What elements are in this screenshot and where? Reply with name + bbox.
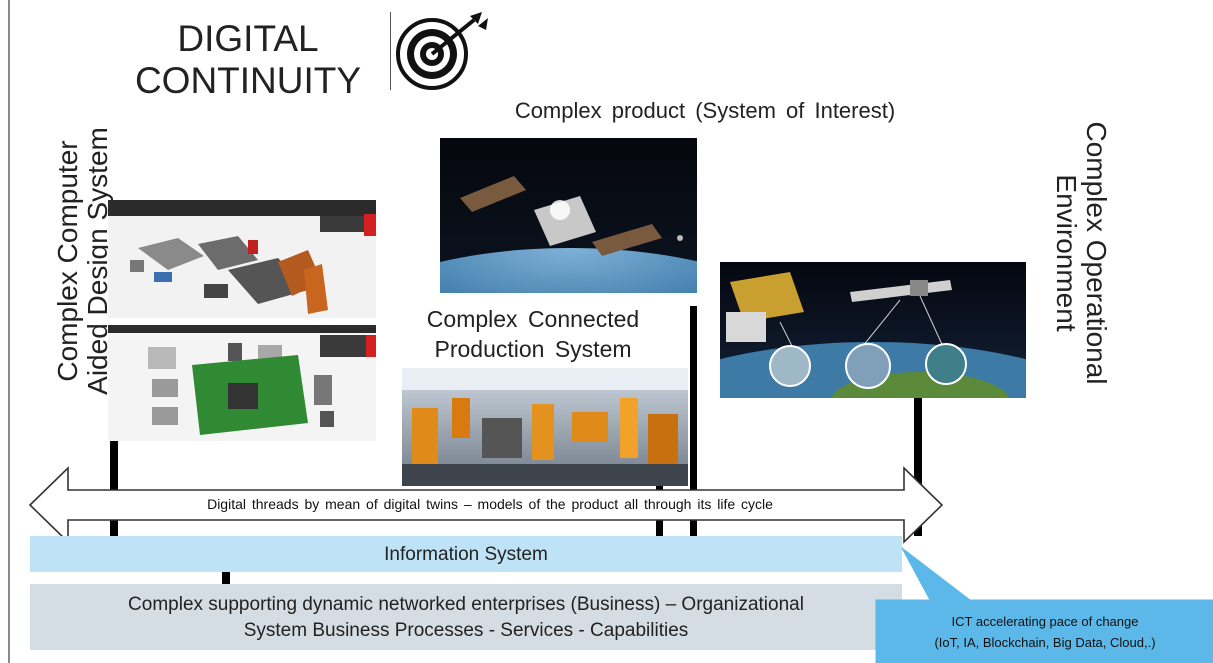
digital-thread-label: Digital threads by mean of digital twins… [207,496,773,512]
business-layer-label: Complex supporting dynamic networked ent… [30,592,902,644]
env-label-line-1: Complex Operational [1081,121,1112,385]
business-layer-bar [30,584,902,650]
complex-product-label: Complex product (System of Interest) [514,98,896,123]
business-label-line-2: System Business Processes - Services - C… [243,620,689,641]
business-connector-bar [222,566,230,584]
production-system-image [402,368,688,486]
cad-assembly-image [108,200,376,318]
operational-environment-label: Complex Operational Environment [1041,103,1112,403]
left-border-line [8,0,10,663]
environment-connector-bar [914,398,922,536]
production-system-label: Complex Connected Production System [398,304,668,364]
information-system-bar [30,536,902,572]
information-system-label: Information System [384,544,548,565]
production-label-line-2: Production System [434,336,632,362]
cad-connector-bar [110,440,118,536]
title-line-1: DIGITAL [177,18,319,59]
production-label-line-1: Complex Connected [426,306,640,332]
title-line-2: CONTINUITY [134,60,362,101]
business-label-line-1: Complex supporting dynamic networked ent… [128,594,804,615]
ict-callout-box [875,547,1213,663]
target-icon [390,12,488,90]
cad-label-line-1: Complex Computer [52,140,83,382]
env-label-line-2: Environment [1051,174,1082,332]
satellite-product-image [440,138,697,293]
product-connector-bar [690,306,697,536]
callout-line-1: ICT accelerating pace of change [951,614,1139,629]
callout-line-2: (IoT, IA, Blockchain, Big Data, Cloud,.) [934,635,1156,650]
digital-thread-arrow [28,466,944,544]
ict-callout-label: ICT accelerating pace of change (IoT, IA… [880,611,1210,653]
operational-environment-image [720,262,1026,398]
diagram-title: DIGITAL CONTINUITY [128,18,368,102]
pcb-design-image [108,325,376,441]
